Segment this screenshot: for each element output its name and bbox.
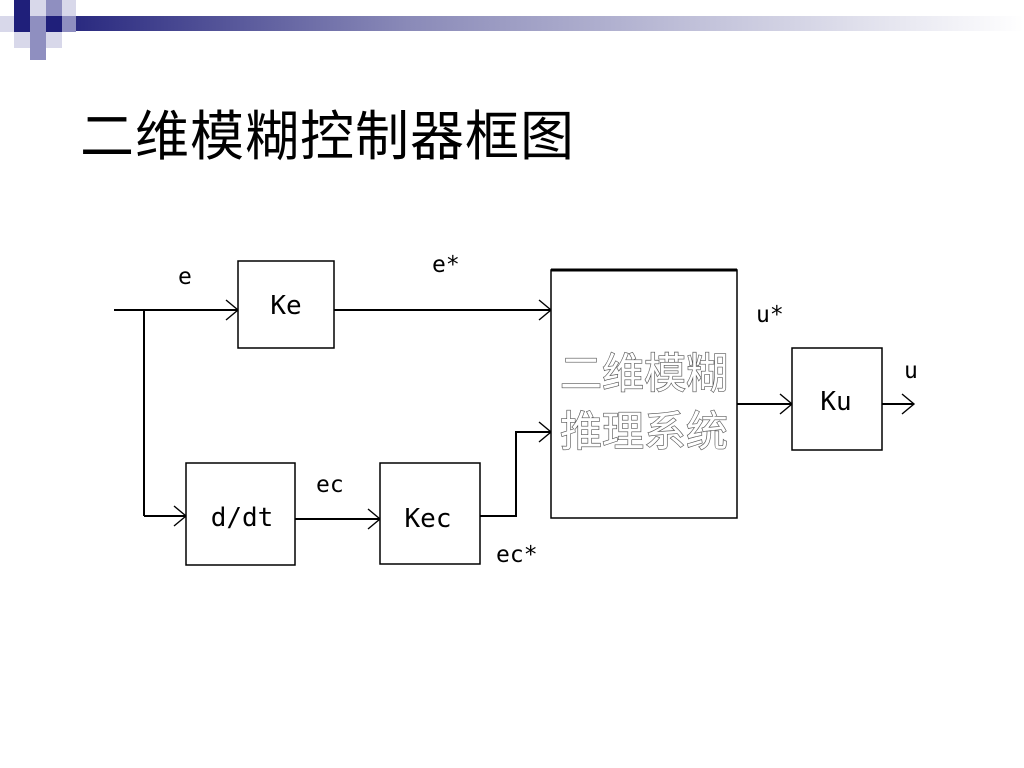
block-kec-label: Kec <box>405 504 452 534</box>
block-kec <box>379 462 481 565</box>
deco-square <box>14 0 30 16</box>
block-ddt <box>185 462 296 566</box>
deco-square <box>62 0 76 16</box>
signal-u-star-label: u* <box>756 302 784 328</box>
deco-square <box>14 32 30 48</box>
deco-square <box>62 16 76 32</box>
deco-square <box>46 32 62 48</box>
deco-square <box>46 16 62 32</box>
wire-ec-star <box>480 431 551 517</box>
arrowhead <box>901 393 916 415</box>
signal-e-star-label: e* <box>432 252 460 278</box>
deco-square <box>30 32 46 48</box>
signal-ec-star-label: ec* <box>496 542 538 568</box>
deco-square <box>30 0 46 16</box>
block-ku <box>791 347 883 451</box>
block-ku-label: Ku <box>820 387 851 417</box>
block-fuzzy-label-line2: 推理系统 <box>560 407 728 456</box>
block-ke-label: Ke <box>270 291 301 321</box>
block-fuzzy-label-line1: 二维模糊 <box>560 349 728 398</box>
signal-ec-label: ec <box>316 472 344 498</box>
deco-square <box>46 0 62 16</box>
signal-u-label: u <box>904 358 918 384</box>
block-fuzzy-inference <box>550 269 738 519</box>
page-title: 二维模糊控制器框图 <box>80 105 575 168</box>
deco-square <box>30 16 46 32</box>
block-ddt-label: d/dt <box>211 503 274 533</box>
header-gradient-bar <box>76 16 1024 31</box>
deco-square <box>30 48 46 60</box>
deco-square <box>14 16 30 32</box>
header-decoration <box>0 0 1024 60</box>
block-ke <box>237 260 335 349</box>
signal-e-label: e <box>178 264 192 290</box>
deco-square <box>0 16 14 32</box>
